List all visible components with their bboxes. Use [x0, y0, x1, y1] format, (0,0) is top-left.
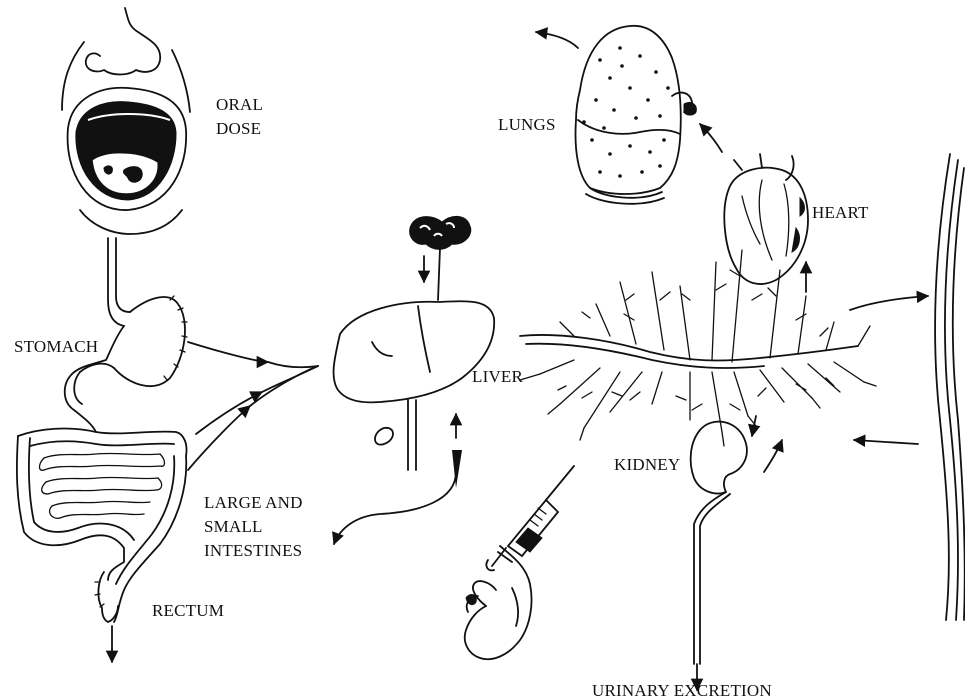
- label-oral-dose-1: ORAL: [216, 95, 263, 114]
- lungs-illustration: [576, 26, 697, 204]
- lungs-exhale-arrow: [536, 32, 578, 48]
- tissue-to-vessels-arrow: [854, 440, 918, 444]
- stomach-to-liver-arrow: [188, 342, 268, 362]
- label-intestines-3: INTESTINES: [204, 541, 302, 560]
- kidney-illustration: [691, 422, 747, 664]
- label-oral-dose-2: DOSE: [216, 119, 261, 138]
- label-urinary-excretion: URINARY EXCRETION: [592, 681, 772, 700]
- intestine-to-liver-arrow-1: [196, 392, 262, 434]
- intestine-to-liver-arrow-2: [188, 406, 250, 470]
- blood-vessel-network: [520, 250, 876, 446]
- heart-to-lungs-arrow: [700, 124, 722, 152]
- label-stomach: STOMACH: [14, 337, 98, 356]
- label-heart: HEART: [812, 203, 869, 222]
- label-kidney: KIDNEY: [614, 455, 680, 474]
- digestive-tract-illustration: [17, 238, 187, 622]
- syringe-injection-icon: [465, 466, 574, 659]
- liver-illustration: [334, 216, 495, 544]
- label-intestines-1: LARGE AND: [204, 493, 303, 512]
- kidney-to-vessels-arrow: [764, 440, 782, 472]
- vessels-to-tissue-arrow: [850, 296, 928, 310]
- label-rectum: RECTUM: [152, 601, 224, 620]
- body-tissue-illustration: [935, 154, 965, 620]
- label-lungs: LUNGS: [498, 115, 556, 134]
- label-intestines-2: SMALL: [204, 517, 263, 536]
- label-liver: LIVER: [472, 367, 524, 386]
- face-mouth-illustration: [62, 8, 190, 234]
- heart-illustration: [724, 154, 808, 284]
